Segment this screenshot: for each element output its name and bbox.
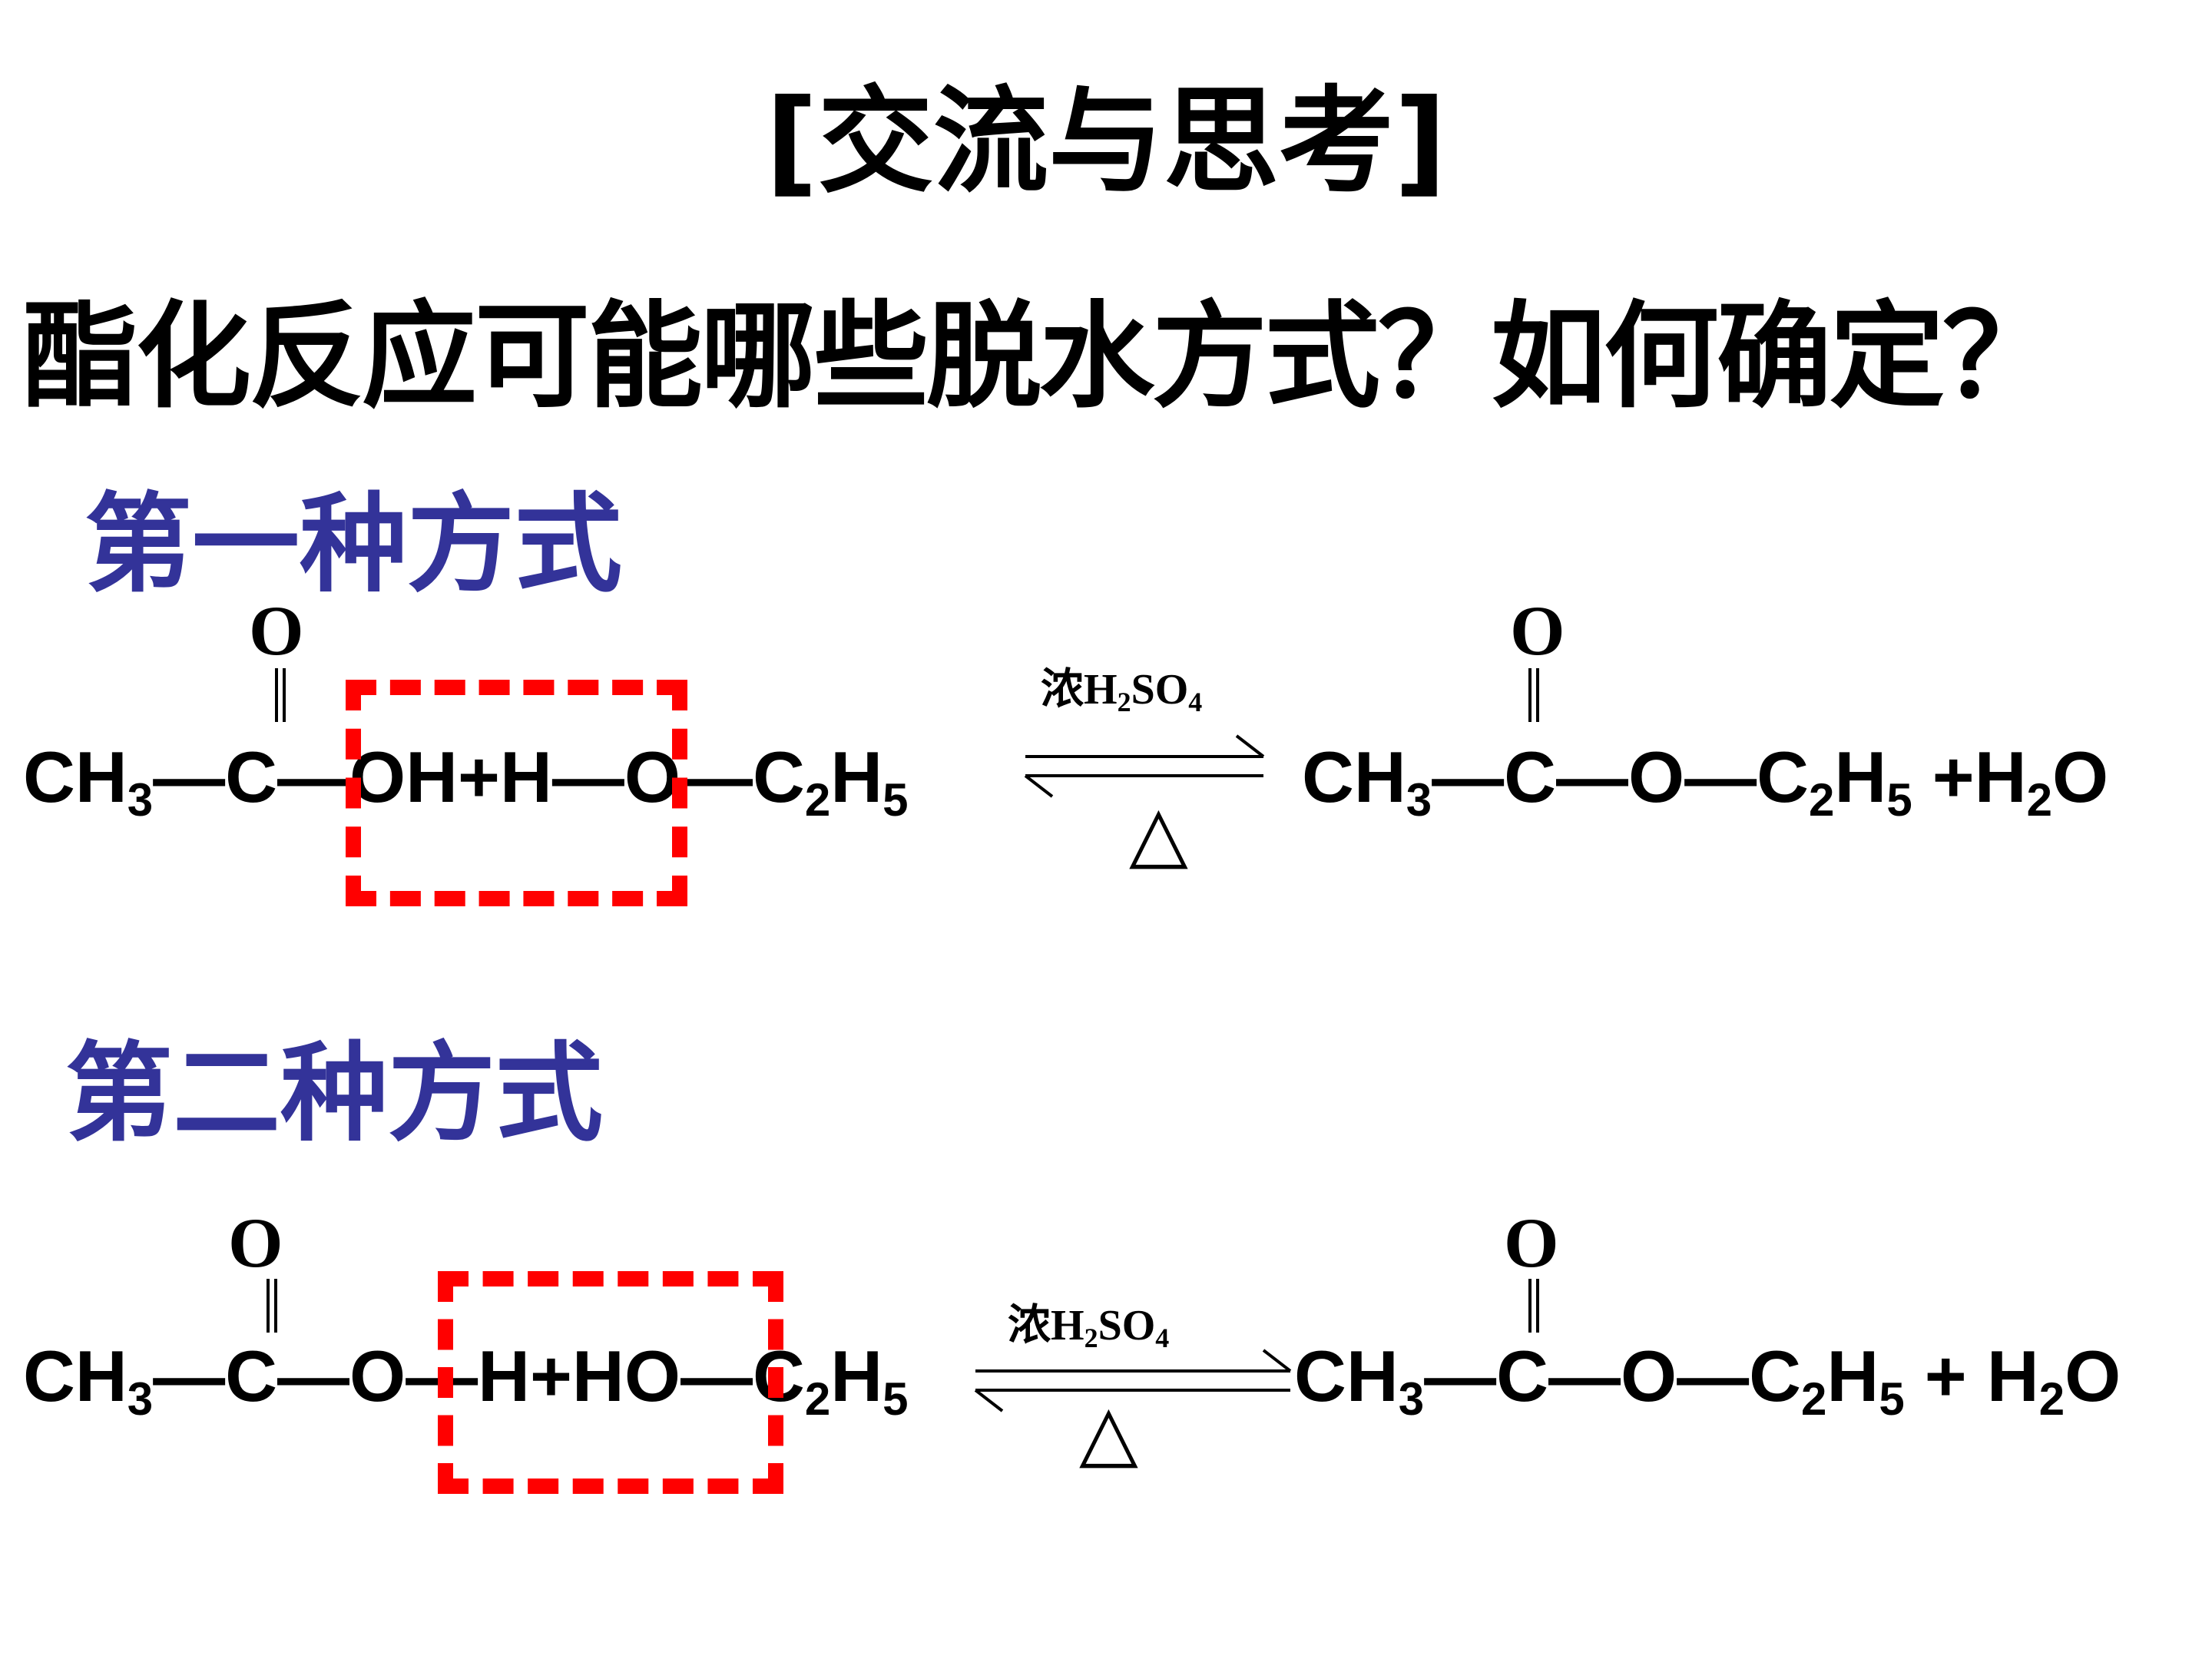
method-2-carbonyl-oxygen: O [228, 1204, 283, 1282]
method-2-highlight-box [438, 1271, 783, 1494]
slide-question: 酯化反应可能哪些脱水方式？如何确定？ [23, 290, 2058, 424]
method-1-heading: 第一种方式 [84, 482, 623, 608]
method-2-alcohol-part: —C2H5 [680, 1336, 909, 1425]
method-2-reverse-head [974, 1389, 1004, 1412]
method-1-products: CH3—C—O—C2H5 +H2O [1302, 737, 2109, 826]
slide-title: [交流与思考] [765, 75, 1447, 209]
method-1-condition: 浓H2SO4 [1041, 666, 1203, 717]
method-2-acid-part: CH3—C—O— [23, 1336, 478, 1425]
method-1-equilibrium-arrow [1024, 734, 1265, 798]
method-1-acid-part: CH3—C— [23, 737, 350, 826]
method-2-forward-head [1262, 1349, 1292, 1373]
method-1-product-carbonyl-oxygen: O [1510, 591, 1565, 670]
method-1-heat-symbol: △ [1129, 788, 1188, 878]
method-1-boxed-part: OH+H [349, 737, 552, 817]
method-1-reverse-head [1024, 774, 1054, 798]
method-1-carbonyl-oxygen: O [249, 591, 304, 670]
method-2-equilibrium-arrow [974, 1349, 1292, 1412]
method-2-product-carbonyl-oxygen: O [1504, 1204, 1559, 1282]
method-2-products: CH3—C—O—C2H5 + H2O [1294, 1336, 2121, 1425]
method-1-product-double-bond [1528, 668, 1539, 722]
method-2-boxed-part: H+HO [478, 1336, 680, 1416]
method-2-reactants: CH3—C—O—H+HO—C2H5 [23, 1340, 908, 1422]
method-1-forward-head [1235, 734, 1265, 758]
method-2-heading: 第二种方式 [65, 1031, 604, 1157]
method-1-highlight-box [346, 680, 687, 906]
method-2-heat-symbol: △ [1079, 1387, 1138, 1477]
method-2-double-bond [267, 1279, 277, 1333]
method-1-double-bond [275, 668, 286, 722]
method-2-product-double-bond [1528, 1279, 1539, 1333]
method-2-condition: 浓H2SO4 [1008, 1302, 1170, 1353]
